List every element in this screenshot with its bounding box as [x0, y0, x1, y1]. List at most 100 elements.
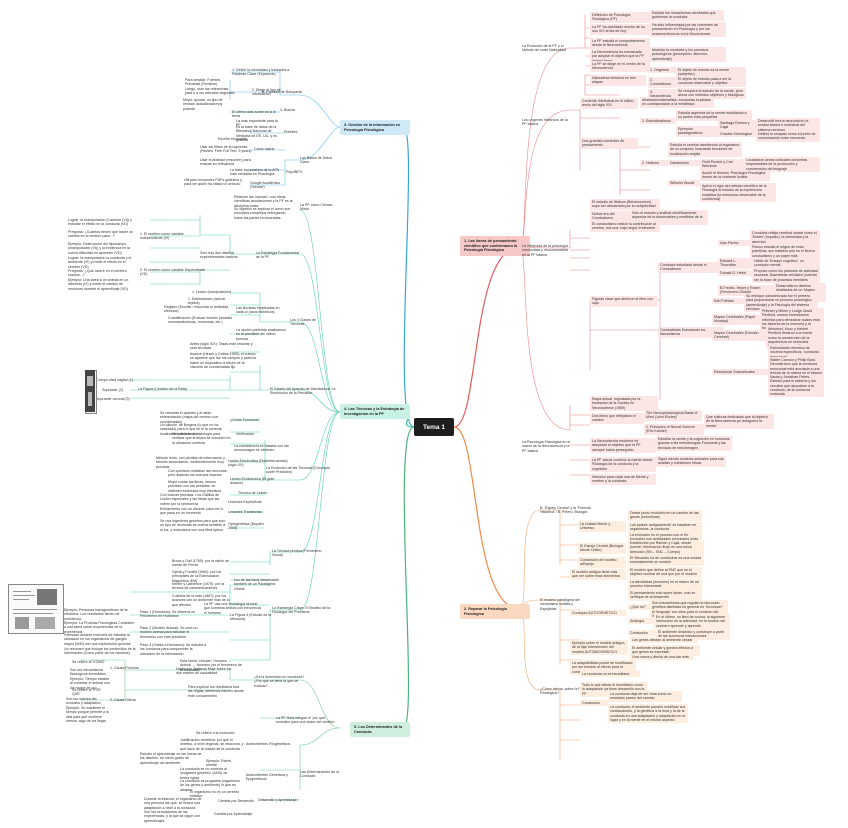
- topic-evolucion-pf[interactable]: La Evolución de la PF y el Método de cor…: [522, 44, 567, 53]
- node-explicar-resultados[interactable]: Para explicar los resultados tras las re…: [188, 685, 244, 698]
- node-subcortical-detalle3[interactable]: Nauta y Jonathan Fettes. Estudió para el…: [768, 374, 824, 398]
- node-cerebro-vi[interactable]: 1. El cerebro como variable independient…: [140, 232, 184, 241]
- node-supraestr-coronal[interactable]: Supraestr coronal (3): [96, 397, 130, 401]
- node-society-neuroscience[interactable]: Etapa actual, impulsada por la fundación…: [590, 396, 658, 411]
- node-calculo-bregma[interactable]: Un cálculo, de Bregma (lo que no ha calc…: [160, 423, 222, 436]
- node-pf-actual-detalle[interactable]: Sigue siendo modelos animales para sus a…: [656, 456, 726, 467]
- node-ejemplos-paradigmaticos[interactable]: Ejemplos paradigmáticos: [676, 126, 718, 137]
- node-estructuras-subcorticales[interactable]: Estructuras Subcorticales: [712, 369, 768, 376]
- node-conductistas-mecanismos[interactable]: Conductistas Estudiando los Mecanismos: [658, 327, 724, 338]
- node-pubmed-importante[interactable]: La más importante para la PF: [236, 119, 278, 128]
- node-neurociencia-objetivo-pf[interactable]: La Neurociencia moderna ha adoptado el o…: [590, 438, 656, 453]
- node-geneticos-epigeneticos[interactable]: Antecedentes Genéticos y Epigenéticos: [246, 773, 288, 782]
- node-no-hereditaria[interactable]: La conducta no es hereditaria: [580, 671, 640, 678]
- node-dos-disenos[interactable]: Solo hay dos diseños experimentales bási…: [200, 251, 238, 260]
- node-coincidencia[interactable]: La coincidencia se basaba con las neuroi…: [234, 444, 289, 453]
- topic-clases-tecnicas[interactable]: Los 4 Clases de Técnicas: [290, 318, 316, 327]
- node-interseccion-d2[interactable]: El ambiente celular y genera efectos a q…: [630, 645, 700, 656]
- node-estructuralismo[interactable]: 1. Estructuralismo: [640, 118, 676, 125]
- node-lesiones-transitorias-detalle[interactable]: Enfriamiento con un alcohol: para ver lo…: [160, 507, 224, 516]
- node-conductismo[interactable]: 2. Conductismo: [648, 77, 676, 88]
- node-lesion-electrolitica[interactable]: Lesión Electrolítica (Radiofrecuencia) (…: [228, 459, 288, 468]
- node-metodo-lento[interactable]: Método lento, con pérdida de información…: [156, 456, 225, 469]
- node-cerebro-vi-d2[interactable]: Pregunta: ¿Cuántos tienen que hacer un c…: [68, 230, 133, 239]
- node-mente-cerebro[interactable]: Intrusión para cada una de Mente y cereb…: [590, 474, 656, 485]
- node-cambia-aprendizaje-detalle[interactable]: Son las sensaciones de las experiencias,…: [144, 810, 200, 823]
- node-autogenetico[interactable]: Concepto AUTOGENÉTICO: [570, 610, 626, 617]
- node-cerebro-estatico[interactable]: El organismo no es un cerebro estático: [190, 790, 239, 799]
- node-analogia[interactable]: Analogía: [628, 618, 654, 625]
- node-figuras-clave[interactable]: Figuras clave que abrieron el libro con …: [590, 296, 658, 307]
- node-paso-3-detalle[interactable]: Un resumen que incluye los contenidos de…: [64, 647, 136, 656]
- node-origenes-detalle[interactable]: El objeto de estudio es la mente (subjet…: [676, 67, 746, 78]
- central-topic[interactable]: Tema 1: [414, 418, 454, 436]
- node-kelner-lawrence[interactable]: Kelner y Lawrence (1970): por la técnica…: [172, 582, 225, 591]
- node-conclusion-afecta-d1[interactable]: La conducta deja de ser vista como un re…: [608, 691, 682, 702]
- topic-neurociencia-moderna[interactable]: La Psicología Fisiológica en el marco de…: [522, 440, 571, 453]
- node-mapeo-funcion[interactable]: Mapeo Cerebrales (Función Cerebral): [712, 330, 768, 341]
- node-google-scholar-detalle[interactable]: Útil pero encuentra PDFs gratuitos y par…: [184, 178, 242, 187]
- node-dos-corrientes[interactable]: Dos grandes corrientes de pensamiento: [580, 138, 638, 149]
- node-conducta-conductismo[interactable]: Conducta estudiada desde el Conductismo: [658, 262, 720, 273]
- node-pf-actual[interactable]: La PF actual combinó la mente desde Fisi…: [590, 457, 656, 472]
- node-dos-libros[interactable]: Dos libros que reflejaban el cambio: [590, 413, 644, 424]
- node-neurociencia-etapa[interactable]: 3. Neurociencia: [648, 89, 676, 100]
- node-escribe-keywords[interactable]: Escribe Keywords: [218, 137, 247, 141]
- node-cuantos-mas[interactable]: Cuántos de la más (1887): por los avance…: [172, 594, 230, 607]
- node-corriente-intelectual[interactable]: Corriente Intelectual en el último terci…: [580, 98, 638, 109]
- node-pf-neurociencia[interactable]: La PF estudia el comportamiento desde la…: [590, 38, 650, 49]
- node-paso-2-d2[interactable]: Formulan durante memoria de estudiar la …: [64, 633, 131, 646]
- node-nueva-era[interactable]: Nueva era del Conductismo: [590, 211, 630, 222]
- node-modelo-antiguo-d3[interactable]: El pensamiento solo sobre ideas, solo se…: [628, 590, 702, 601]
- node-pribram-detalle[interactable]: Su enfoque caracterizado fue el primero …: [744, 293, 818, 313]
- topic-estrategia-fundamental[interactable]: La Estrategia Fundamental de la PF: [256, 251, 300, 260]
- node-corriente-intelectual-detalle[interactable]: Abstracto/materialista, conductas explíc…: [640, 97, 714, 108]
- node-sherrington[interactable]: Charles Sherrington: [718, 131, 756, 138]
- node-lesiones-transitorias[interactable]: Lesiones Transitorias: [228, 510, 262, 514]
- node-pubmed-biblioteca[interactable]: Es la base de datos de la Biblioteca Nac…: [236, 125, 277, 142]
- node-wundt-acuno[interactable]: Acuñó el término 'Psicología Fisiológica…: [700, 170, 770, 181]
- topic-conductismo[interactable]: La influencia de la psicología conductis…: [522, 244, 569, 257]
- node-lesiones-especificas-detalle[interactable]: Con toxinas precisas: Los Gatillos de Le…: [160, 493, 220, 506]
- node-ciencia-mixta-d1[interactable]: Relación las 'causas' / con ideas cientí…: [234, 195, 293, 208]
- node-estimulacion[interactable]: 1. Estimulación (activar tejidos): [188, 297, 226, 306]
- node-filogeneticos[interactable]: Antecedentes Filogenéticos: [246, 742, 291, 746]
- topic-evolucion-tecnicas[interactable]: La Evolución de las Técnicas (Concepto s…: [266, 466, 331, 475]
- branch-1-node[interactable]: 1. Las líneas de pensamiento científico …: [460, 236, 530, 256]
- node-conclusion-espejo[interactable]: Conclusión del modelo: a/Espejo: [578, 557, 626, 568]
- node-libro-kandel[interactable]: 2. Principles of Neural Science (Eric Ka…: [644, 424, 704, 435]
- node-como-funciona[interactable]: ¿Cómo Funciona?: [230, 418, 260, 422]
- node-caja-negra[interactable]: El conductismo realizó la contribución a…: [590, 221, 660, 232]
- topic-determinantes[interactable]: Las Determinantes de la Conducta: [300, 770, 339, 779]
- node-pubmed[interactable]: PubMed: [284, 130, 298, 134]
- node-espejo-central-detalle[interactable]: Establecido por Ramón y Cajal, desde pue…: [628, 540, 704, 555]
- node-heyer-rosen[interactable]: B.Fredric, Heyer y Rosen (Fenómeno Globa…: [718, 285, 774, 296]
- node-lesion[interactable]: 1. Lesión (manipulación): [192, 290, 232, 294]
- node-optogenetica[interactable]: Optogenética (Boyden 2005): [228, 522, 264, 531]
- topic-tecnica-precisa[interactable]: La Técnica precisa (Fenómeno Social): [272, 549, 322, 558]
- node-cambia-aprendizaje[interactable]: Cambia por Aprendizaje: [214, 812, 253, 816]
- node-broca-gall[interactable]: Broca y Gall (1765): por la visión de me…: [172, 559, 230, 568]
- node-cerebro-vi-d1[interactable]: Lograr: la manipulación (Cambiar (VI)) y…: [68, 218, 132, 227]
- node-cajal-detalle[interactable]: Desarrolló teoría neuronal en la unidad …: [756, 118, 820, 133]
- node-cerebro-vd-d3[interactable]: Ejemplo: Una tarea a un animal en un lab…: [68, 278, 129, 291]
- node-conclusion-autogenetico-detalle[interactable]: El ambiente dinámico y construye a parti…: [656, 629, 730, 640]
- node-darwinismo[interactable]: Darwinismo: [668, 160, 700, 167]
- topic-proceso-busqueda[interactable]: B. Proceso de Búsqueda: [262, 90, 302, 94]
- node-origenes[interactable]: 1. Orígenes: [648, 67, 676, 74]
- node-conclusion-afecta[interactable]: Conclusión: [580, 700, 608, 707]
- node-forma-circular[interactable]: Esta forma 'circular': Humano → Animal →…: [180, 659, 242, 672]
- node-estres-mental[interactable]: Ejemplo: Estrés mental: [206, 759, 232, 768]
- node-desarrollo-aprendizaje[interactable]: Desarrollo y Aprendizaje: [258, 798, 297, 802]
- node-hebb-detalle[interactable]: Propuso como los patrones de actividad n…: [752, 268, 820, 283]
- node-lesiones-especificas[interactable]: Lesiones Específicas: [228, 500, 262, 504]
- node-tres-etapas[interactable]: Naturaleza histórica en tres etapas: [590, 75, 646, 86]
- node-paso-1[interactable]: Paso 1 (Humanos): Se observa un Fenómeno…: [140, 610, 196, 619]
- node-psycinfo[interactable]: PsycINFO: [286, 170, 303, 174]
- node-definir-necesidad[interactable]: 1. Definir la necesidad y traducirla a P…: [232, 68, 290, 77]
- branch-4-node[interactable]: 4. Las Técnicas y la Estrategia de Inves…: [340, 404, 410, 419]
- node-avance-hirsch[interactable]: Avance (Hirsch y Dubba 1955): el cuerpo …: [190, 352, 256, 369]
- node-causa-proxima[interactable]: 1. Causa Próxima: [110, 666, 139, 670]
- node-supraestr-2[interactable]: Supraestr (2): [102, 388, 123, 392]
- node-pavlov-detalle1[interactable]: Conducta refleja cerebral innata como el…: [750, 230, 820, 245]
